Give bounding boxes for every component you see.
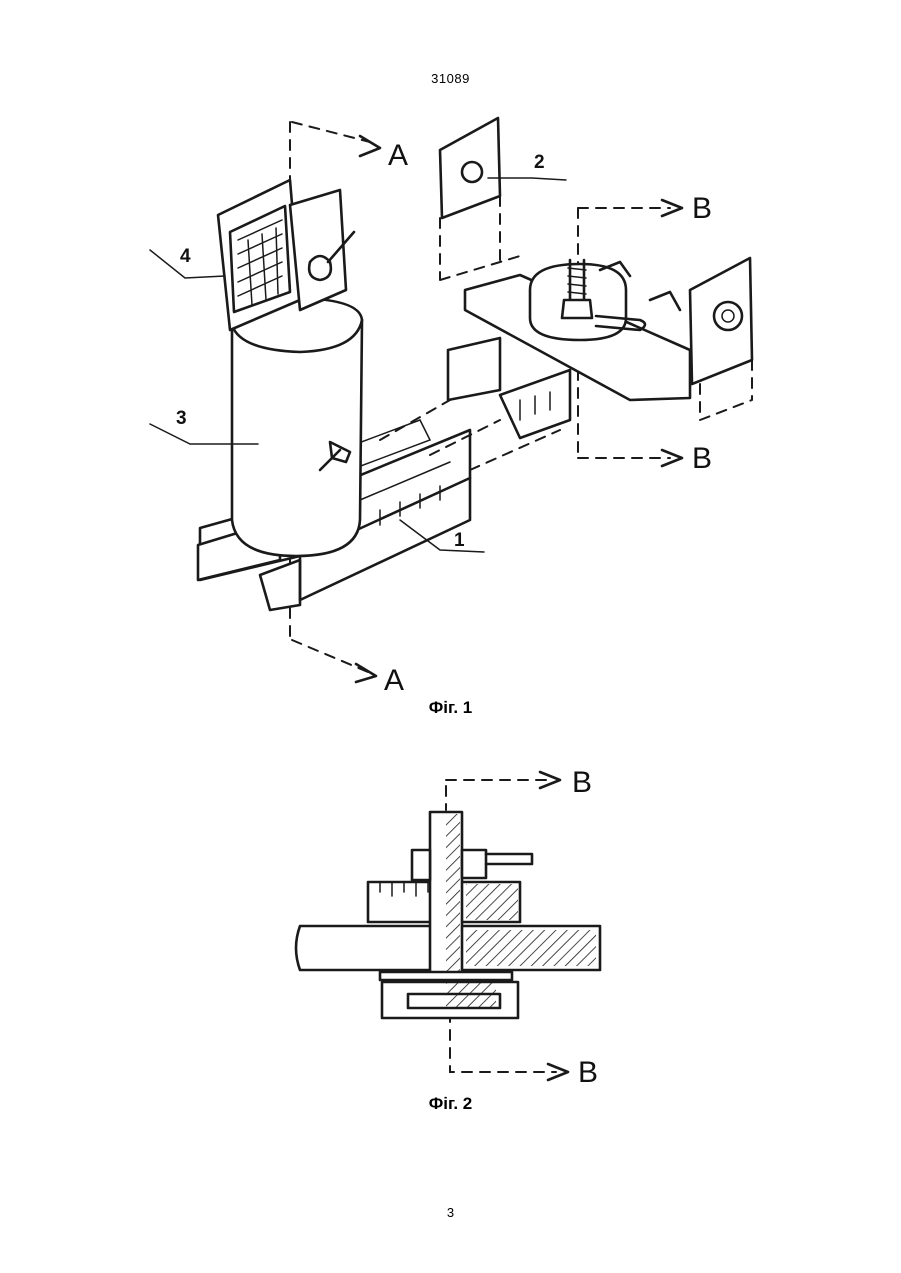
section-label-a-bottom: A [384,664,404,697]
figure-2-drawing: B B [0,750,901,1110]
part-label-2: 2 [534,152,545,173]
figure-1-caption: Фіг. 1 [0,698,901,718]
section-label-b-bottom: B [692,442,712,475]
part-label-4: 4 [180,246,191,267]
fig2-section-label-b-top: B [572,766,592,799]
section-label-b-top: B [692,192,712,225]
fig2-section-label-b-bottom: B [578,1056,598,1089]
figure-2-caption: Фіг. 2 [0,1094,901,1114]
page-number: 3 [0,1205,901,1220]
cross-section [296,812,600,1018]
section-label-a-top: A [388,139,408,172]
figure-1-drawing: A A B B [0,0,901,700]
cylinder-body [232,298,362,556]
part-label-1: 1 [454,530,465,551]
part-label-3: 3 [176,408,187,429]
